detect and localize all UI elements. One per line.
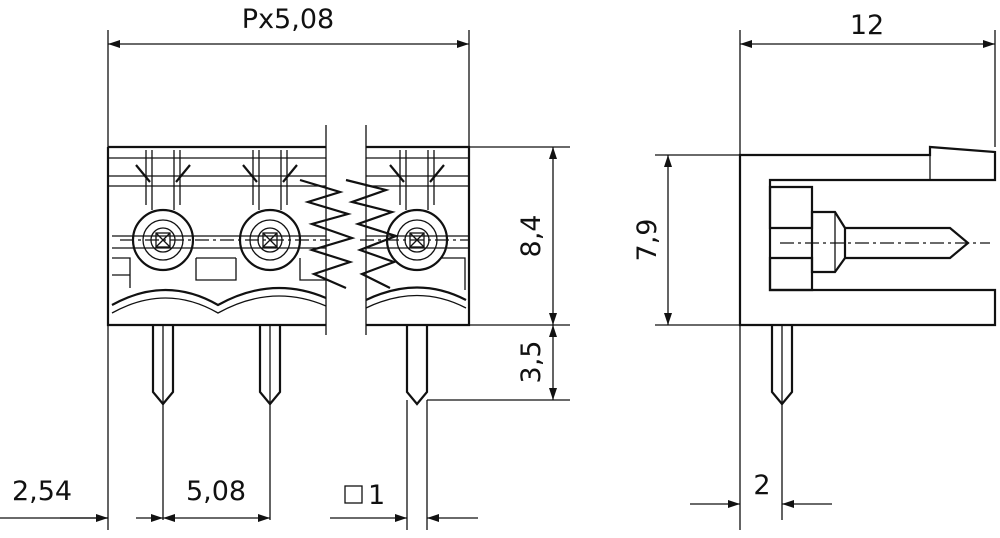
dim-side-height: 7,9 (632, 154, 740, 326)
dim-pitch-total: Px5,08 (107, 4, 470, 147)
pitch-label: 5,08 (186, 476, 246, 507)
body-height-label: 8,4 (516, 215, 547, 258)
depth-label: 12 (850, 10, 884, 41)
dim-pin-square: 1 (330, 400, 478, 530)
pin-square-label: 1 (368, 480, 385, 511)
side-height-label: 7,9 (632, 219, 663, 262)
dim-depth: 12 (739, 10, 996, 155)
pins (151, 325, 429, 520)
dim-edge-offset: 2,54 (0, 325, 163, 530)
pin-offset-label: 2 (753, 470, 770, 501)
side-view (738, 145, 997, 520)
front-body-left (106, 145, 327, 327)
square-symbol-icon (344, 485, 363, 504)
dim-body-height: 8,4 (469, 146, 570, 326)
dim-pin-length: 3,5 (427, 325, 570, 401)
terminal-3 (385, 150, 449, 272)
terminal-2 (238, 150, 302, 272)
terminal-1 (131, 150, 195, 272)
break-line (299, 125, 400, 335)
edge-offset-label: 2,54 (12, 476, 72, 507)
front-view (106, 125, 471, 520)
front-body-right (365, 145, 471, 327)
dim-pitch: 5,08 (163, 476, 270, 522)
pin-length-label: 3,5 (516, 341, 547, 384)
pitch-total-label: Px5,08 (242, 4, 334, 35)
dim-pin-offset: 2 (690, 325, 832, 530)
